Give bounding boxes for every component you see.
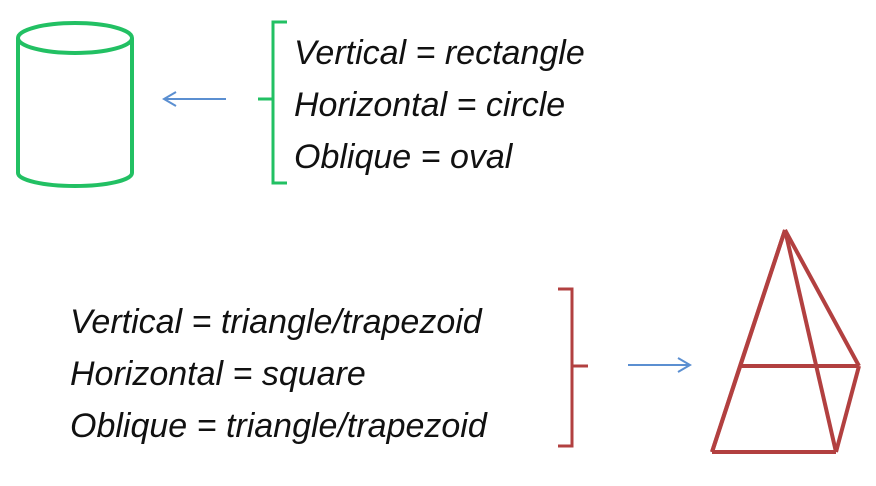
pyramid-vertical-label: Vertical = triangle/trapezoid <box>70 303 482 341</box>
right-arrow-icon <box>628 357 692 373</box>
cylinder-bracket <box>258 20 287 185</box>
cylinder-horizontal-label: Horizontal = circle <box>294 86 566 124</box>
cylinder-cross-sections: Vertical = rectangle Horizontal = circle… <box>294 27 585 183</box>
left-arrow-icon <box>162 91 226 107</box>
pyramid-horizontal-label: Horizontal = square <box>70 355 366 393</box>
pyramid-icon <box>710 229 861 454</box>
cylinder-vertical-label: Vertical = rectangle <box>294 34 585 72</box>
cylinder-icon <box>16 21 134 188</box>
pyramid-bracket <box>558 287 588 448</box>
pyramid-oblique-label: Oblique = triangle/trapezoid <box>70 407 487 445</box>
cylinder-oblique-label: Oblique = oval <box>294 138 513 176</box>
pyramid-cross-sections: Vertical = triangle/trapezoid Horizontal… <box>70 296 487 452</box>
